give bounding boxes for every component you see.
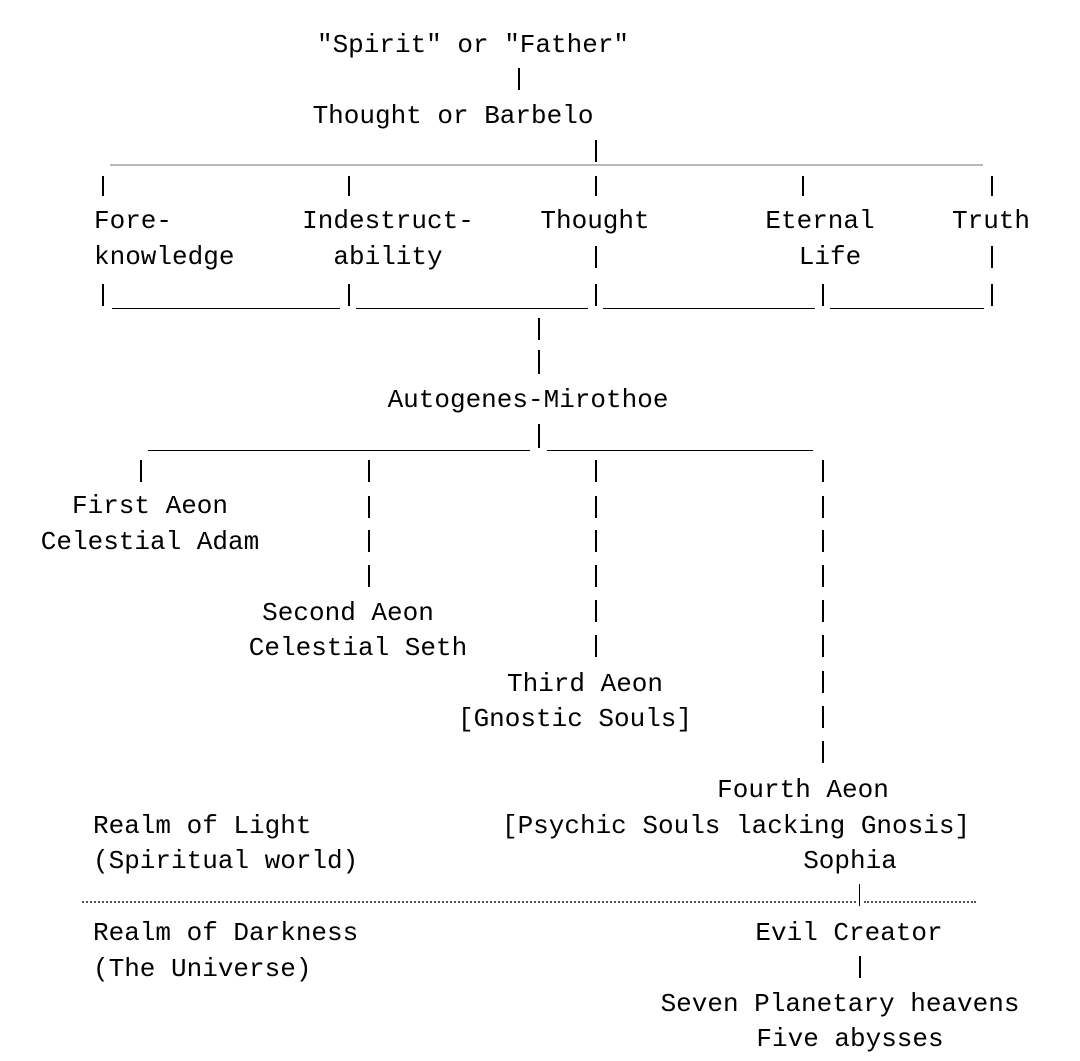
label-spiritual-world: (Spiritual world) <box>93 846 359 876</box>
line-fourth-aeon-5 <box>822 600 824 622</box>
line-third-aeon-4 <box>595 565 597 587</box>
join-tick-truth <box>991 284 993 306</box>
join-tick-thought <box>595 284 597 306</box>
node-eternal-life-line2: Life <box>798 242 862 272</box>
line-second-aeon-2 <box>368 496 370 518</box>
connector-autogenes-bar <box>538 424 540 448</box>
join-bar-segment-1 <box>112 308 340 309</box>
connector-join-autogenes-1 <box>538 318 540 340</box>
line-fourth-aeon-2 <box>822 496 824 518</box>
label-the-universe: (The Universe) <box>93 954 312 984</box>
line-fourth-aeon-6 <box>822 635 824 657</box>
connector-barbelo-bar <box>595 140 597 162</box>
line-second-aeon-3 <box>368 530 370 552</box>
join-tick-eternal-life <box>822 284 824 306</box>
node-thought-barbelo: Thought or Barbelo <box>312 101 594 131</box>
node-celestial-adam: Celestial Adam <box>40 527 260 557</box>
node-first-aeon: First Aeon <box>71 491 229 521</box>
connector-creator-heavens <box>859 956 861 978</box>
node-foreknowledge-line2: knowledge <box>94 242 235 272</box>
line-third-aeon-5 <box>595 600 597 622</box>
node-seven-planetary-heavens: Seven Planetary heavens <box>660 989 1020 1019</box>
drop-truth <box>991 176 993 196</box>
connector-spirit-barbelo <box>518 68 520 90</box>
drop-eternal-life <box>802 176 804 196</box>
line-fourth-aeon-7 <box>822 671 824 693</box>
node-psychic-souls: [Psychic Souls lacking Gnosis] <box>501 811 971 841</box>
node-fourth-aeon: Fourth Aeon <box>717 775 889 805</box>
thought-descender <box>595 246 597 268</box>
line-second-aeon-1 <box>368 460 370 482</box>
realm-divider-right <box>864 901 976 903</box>
drop-first-aeon <box>140 460 142 482</box>
join-tick-foreknowledge <box>102 284 104 306</box>
label-realm-of-light: Realm of Light <box>93 811 312 841</box>
node-gnostic-souls: [Gnostic Souls] <box>457 704 693 734</box>
aeon-bar-right <box>547 450 813 451</box>
line-third-aeon-1 <box>595 460 597 482</box>
line-fourth-aeon-4 <box>822 565 824 587</box>
node-celestial-seth: Celestial Seth <box>248 633 468 663</box>
line-third-aeon-3 <box>595 530 597 552</box>
node-indestructibility-line2: ability <box>333 242 443 272</box>
label-realm-of-darkness: Realm of Darkness <box>93 918 359 948</box>
connector-join-autogenes-2 <box>538 350 540 374</box>
line-third-aeon-6 <box>595 635 597 657</box>
line-second-aeon-4 <box>368 565 370 587</box>
join-bar-segment-4 <box>830 308 984 309</box>
drop-thought <box>595 176 597 196</box>
node-foreknowledge-line1: Fore- <box>94 206 173 236</box>
node-third-aeon: Third Aeon <box>506 669 664 699</box>
upper-branch-bar <box>110 164 983 166</box>
node-five-abysses: Five abysses <box>756 1024 944 1054</box>
node-autogenes-mirothoe: Autogenes-Mirothoe <box>387 385 669 415</box>
realm-divider-left <box>82 901 856 903</box>
join-bar-segment-3 <box>603 308 815 309</box>
drop-foreknowledge <box>102 176 104 196</box>
node-thought: Thought <box>540 206 650 236</box>
connector-sophia-creator <box>859 884 860 906</box>
node-spirit-father: "Spirit" or "Father" <box>316 30 630 60</box>
line-fourth-aeon-1 <box>822 460 824 482</box>
node-truth: Truth <box>951 206 1031 236</box>
node-second-aeon: Second Aeon <box>262 598 434 628</box>
join-bar-segment-2 <box>356 308 588 309</box>
line-fourth-aeon-9 <box>822 741 824 763</box>
line-third-aeon-2 <box>595 496 597 518</box>
node-evil-creator: Evil Creator <box>755 918 943 948</box>
drop-indestructibility <box>348 176 350 196</box>
aeon-bar-left <box>148 450 530 451</box>
truth-descender <box>991 246 993 268</box>
node-eternal-life-line1: Eternal <box>765 206 875 236</box>
line-fourth-aeon-3 <box>822 530 824 552</box>
join-tick-indestructibility <box>348 284 350 306</box>
line-fourth-aeon-8 <box>822 706 824 728</box>
node-sophia: Sophia <box>803 846 897 876</box>
node-indestructibility-line1: Indestruct- <box>302 206 474 236</box>
